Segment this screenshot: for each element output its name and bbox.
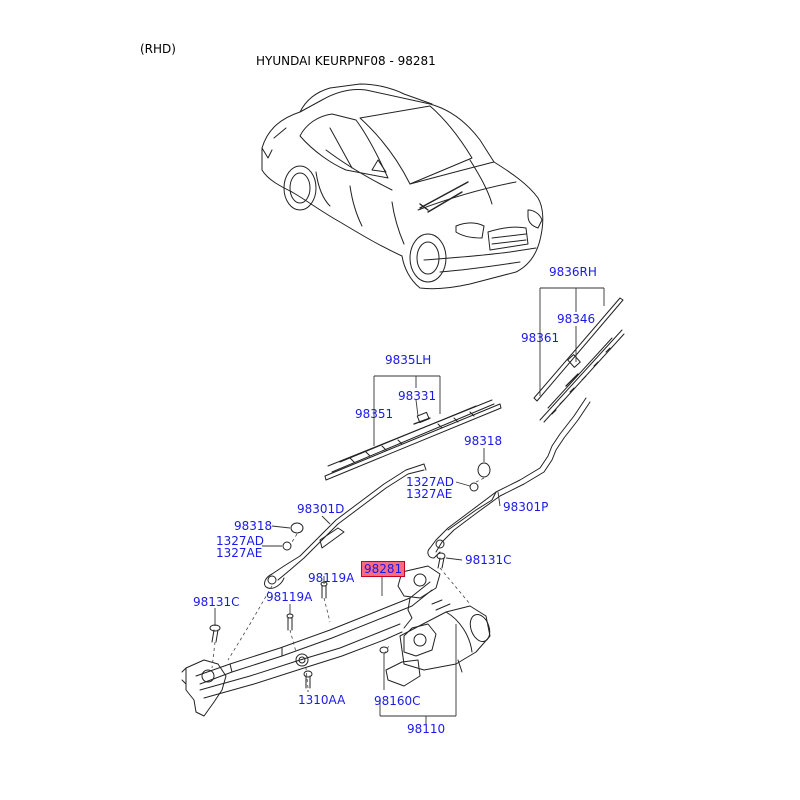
linkage-98281 — [181, 565, 441, 717]
part-label-98110[interactable]: 98110 — [407, 722, 446, 736]
part-label-98301d[interactable]: 98301D — [297, 502, 345, 516]
blade-lh — [324, 399, 502, 481]
part-label-1327ad-left[interactable]: 1327AD — [216, 534, 264, 548]
part-label-98160c[interactable]: 98160C — [374, 694, 421, 708]
part-label-9835lh[interactable]: 9835LH — [385, 353, 432, 367]
motor-98110 — [385, 599, 491, 687]
arm-98301d — [264, 463, 427, 589]
arm-98301p — [427, 397, 591, 559]
cap-98318-left — [290, 522, 304, 534]
leader-lines — [214, 287, 605, 724]
part-label-98131c-right[interactable]: 98131C — [465, 553, 512, 567]
diagram-title: HYUNDAI KEURPNF08 - 98281 — [256, 54, 436, 68]
nut-1327ad-right — [469, 482, 479, 492]
nut-1310aa — [303, 670, 313, 689]
part-label-98318-left[interactable]: 98318 — [234, 519, 273, 533]
part-label-1310aa[interactable]: 1310AA — [298, 693, 346, 707]
cap-98318-right — [477, 462, 491, 478]
part-label-1327ae-left[interactable]: 1327AE — [216, 546, 263, 560]
part-label-98119a-lower[interactable]: 98119A — [266, 590, 313, 604]
part-label-1327ad-right[interactable]: 1327AD — [406, 475, 454, 489]
bolt-98131c-left — [209, 624, 221, 643]
part-label-1327ae-right[interactable]: 1327AE — [406, 487, 453, 501]
part-label-98346[interactable]: 98346 — [557, 312, 596, 326]
part-label-9836rh[interactable]: 9836RH — [549, 265, 597, 279]
blade-rh — [533, 297, 625, 423]
car-illustration — [261, 83, 544, 290]
part-label-98119a-upper[interactable]: 98119A — [308, 571, 355, 585]
grommet-98160c — [379, 646, 389, 654]
part-label-98281-highlighted[interactable]: 98281 — [361, 561, 406, 577]
part-label-98131c-left[interactable]: 98131C — [193, 595, 240, 609]
phantom-lines — [211, 477, 485, 689]
bolt-98131c-right — [436, 552, 446, 569]
part-label-98351[interactable]: 98351 — [355, 407, 394, 421]
part-label-98331[interactable]: 98331 — [398, 389, 437, 403]
part-label-98361[interactable]: 98361 — [521, 331, 560, 345]
variant-label: (RHD) — [140, 42, 176, 56]
nut-1327ad-left — [282, 541, 292, 551]
part-label-98301p[interactable]: 98301P — [503, 500, 549, 514]
part-label-98318-right[interactable]: 98318 — [464, 434, 503, 448]
